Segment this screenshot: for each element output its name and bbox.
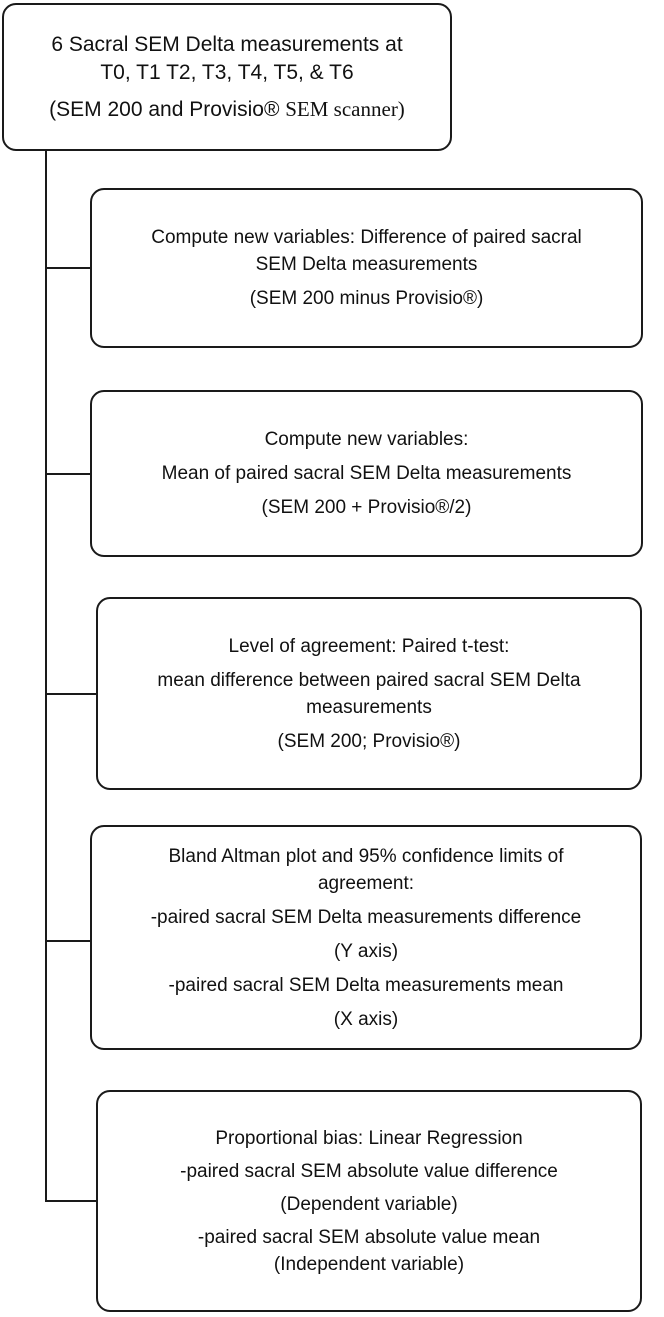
step-difference-variables-box: Compute new variables: Difference of pai… (90, 188, 643, 348)
step-5-line-5: (Independent variable) (273, 1253, 465, 1275)
step-mean-variables-box: Compute new variables: Mean of paired sa… (90, 390, 643, 557)
step-4-line-3: -paired sacral SEM Delta measurements di… (150, 906, 582, 928)
step-4-line-4: (Y axis) (333, 940, 399, 962)
step-4-line-5: -paired sacral SEM Delta measurements me… (168, 974, 564, 996)
top-box-line-1: 6 Sacral SEM Delta measurements at (51, 32, 403, 56)
top-box-line-2: T0, T1 T2, T3, T4, T5, & T6 (100, 60, 354, 84)
step-5-line-3: (Dependent variable) (280, 1193, 458, 1215)
source-measurements-box: 6 Sacral SEM Delta measurements at T0, T… (2, 3, 452, 151)
top-box-line-3-b: SEM scanner) (285, 96, 405, 121)
step-1-line-3: (SEM 200 minus Provisio®) (249, 288, 484, 309)
step-3-line-3: measurements (306, 696, 432, 718)
step-4-line-6: (X axis) (333, 1008, 399, 1030)
step-5-line-2: -paired sacral SEM absolute value differ… (180, 1160, 558, 1182)
step-2-line-3: (SEM 200 + Provisio®/2) (261, 497, 472, 518)
step-3-line-2: mean difference between paired sacral SE… (157, 669, 581, 691)
step-4-line-1: Bland Altman plot and 95% confidence lim… (168, 845, 564, 867)
top-box-line-3: (SEM 200 and Provisio® SEM scanner) (49, 95, 405, 124)
step-paired-t-test-box: Level of agreement: Paired t-test: mean … (96, 597, 642, 790)
step-2-line-2: Mean of paired sacral SEM Delta measurem… (161, 463, 572, 484)
step-2-line-1: Compute new variables: (264, 429, 469, 450)
step-1-line-1: Compute new variables: Difference of pai… (151, 227, 582, 248)
step-proportional-bias-box: Proportional bias: Linear Regression -pa… (96, 1090, 642, 1312)
step-5-line-1: Proportional bias: Linear Regression (215, 1127, 523, 1149)
step-3-line-1: Level of agreement: Paired t-test: (228, 635, 510, 657)
step-5-line-4: -paired sacral SEM absolute value mean (197, 1226, 541, 1248)
step-3-line-4: (SEM 200; Provisio®) (277, 730, 461, 752)
top-box-line-3-a: (SEM 200 and Provisio® (49, 97, 286, 121)
step-4-line-2: agreement: (317, 872, 415, 894)
step-1-line-2: SEM Delta measurements (255, 254, 478, 275)
step-bland-altman-box: Bland Altman plot and 95% confidence lim… (90, 825, 642, 1050)
